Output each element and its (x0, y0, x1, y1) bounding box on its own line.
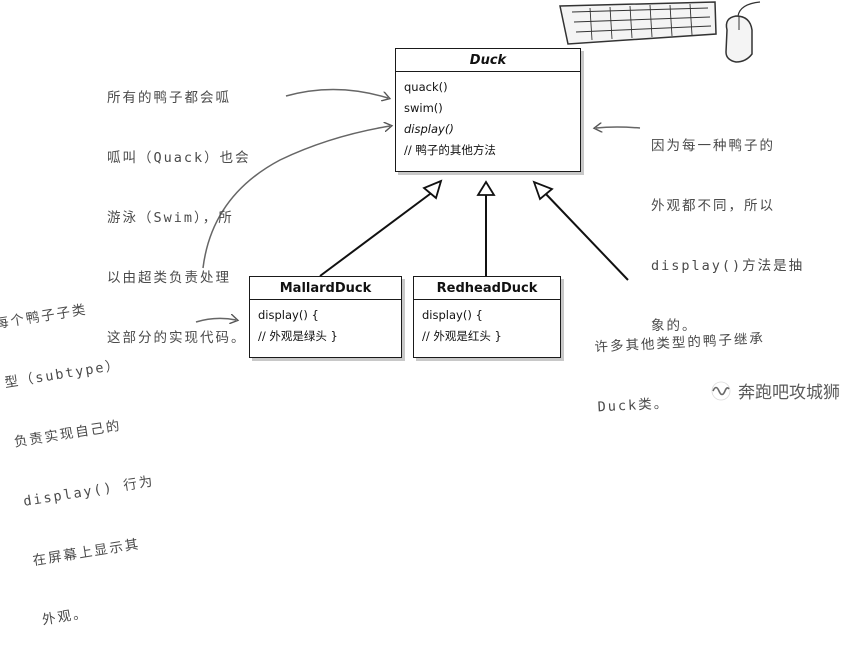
note-bottom-left-line: 外观。 (41, 605, 90, 629)
note-top-right-line: display()方法是抽 (651, 258, 805, 274)
note-top-left-line: 以由超类负责处理 (107, 270, 231, 286)
note-bottom-left-line: 负责实现自己的 (12, 417, 123, 451)
redhead-duck-line-1: display() { (422, 308, 483, 322)
pointer-arrow-top-left (285, 88, 388, 98)
duck-inheritance-diagram: Duck quack() swim() display() // 鸭子的其他方法… (0, 1, 840, 628)
note-top-left-line: 这部分的实现代码。 (107, 330, 247, 346)
redhead-duck-body: display() { // 外观是红头 } (414, 300, 560, 351)
duck-method-display: display() (404, 122, 454, 136)
note-bottom-right-line: 许多其他类型的鸭子继承 (594, 330, 766, 356)
inheritance-triangle-others (532, 180, 554, 201)
note-bottom-right: 许多其他类型的鸭子继承 Duck类。 (592, 289, 771, 458)
note-bottom-left-line: 型（subtype） (3, 357, 122, 392)
note-bottom-left-line: 在屏幕上显示其 (31, 536, 142, 570)
inheritance-line-mallard (319, 190, 435, 277)
note-top-left-line: 呱叫（Quack）也会 (107, 150, 251, 166)
redhead-duck-line-2: // 外观是红头 } (422, 329, 502, 343)
duck-class-name: Duck (396, 49, 580, 72)
watermark: 奔跑吧攻城狮 (710, 378, 840, 403)
duck-method-other: // 鸭子的其他方法 (404, 143, 496, 157)
note-bottom-left-line: 每个鸭子子类 (0, 301, 89, 333)
mallard-duck-class-box: MallardDuck display() { // 外观是绿头 } (249, 276, 402, 358)
redhead-duck-class-name: RedheadDuck (414, 277, 560, 300)
note-top-right: 因为每一种鸭子的 外观都不同，所以 display()方法是抽 象的。 (651, 96, 804, 376)
mallard-duck-line-2: // 外观是绿头 } (258, 329, 338, 343)
note-top-right-line: 因为每一种鸭子的 (651, 138, 775, 154)
note-top-right-line: 象的。 (651, 318, 698, 334)
note-top-left-line: 游泳（Swim），所 (107, 210, 234, 226)
connector-layer (195, 88, 641, 431)
note-top-left-line: 所有的鸭子都会呱 (107, 90, 231, 106)
duck-method-swim: swim() (404, 101, 443, 115)
note-top-left: 所有的鸭子都会呱 呱叫（Quack）也会 游泳（Swim），所 以由超类负责处理… (107, 48, 251, 388)
inheritance-line-others (543, 191, 629, 281)
duck-class-methods: quack() swim() display() // 鸭子的其他方法 (396, 72, 580, 165)
wechat-channel-icon (711, 381, 731, 400)
note-bottom-left-line: display() 行为 (22, 473, 156, 510)
duck-method-quack: quack() (404, 80, 448, 94)
mallard-duck-line-1: display() { (258, 308, 319, 322)
mallard-duck-body: display() { // 外观是绿头 } (250, 300, 401, 351)
pointer-arrow-bottom-left-right (195, 318, 236, 322)
duck-class-box: Duck quack() swim() display() // 鸭子的其他方法 (395, 48, 581, 172)
redhead-duck-class-box: RedheadDuck display() { // 外观是红头 } (413, 276, 561, 358)
inheritance-triangle-redhead (476, 180, 496, 196)
pointer-arrow-top-right (596, 127, 641, 128)
mallard-duck-class-name: MallardDuck (250, 277, 401, 300)
note-top-right-line: 外观都不同，所以 (651, 198, 775, 214)
pointer-arrow-bottom-left-up (202, 126, 390, 269)
watermark-text: 奔跑吧攻城狮 (738, 383, 840, 403)
inheritance-triangle-mallard (422, 179, 443, 200)
